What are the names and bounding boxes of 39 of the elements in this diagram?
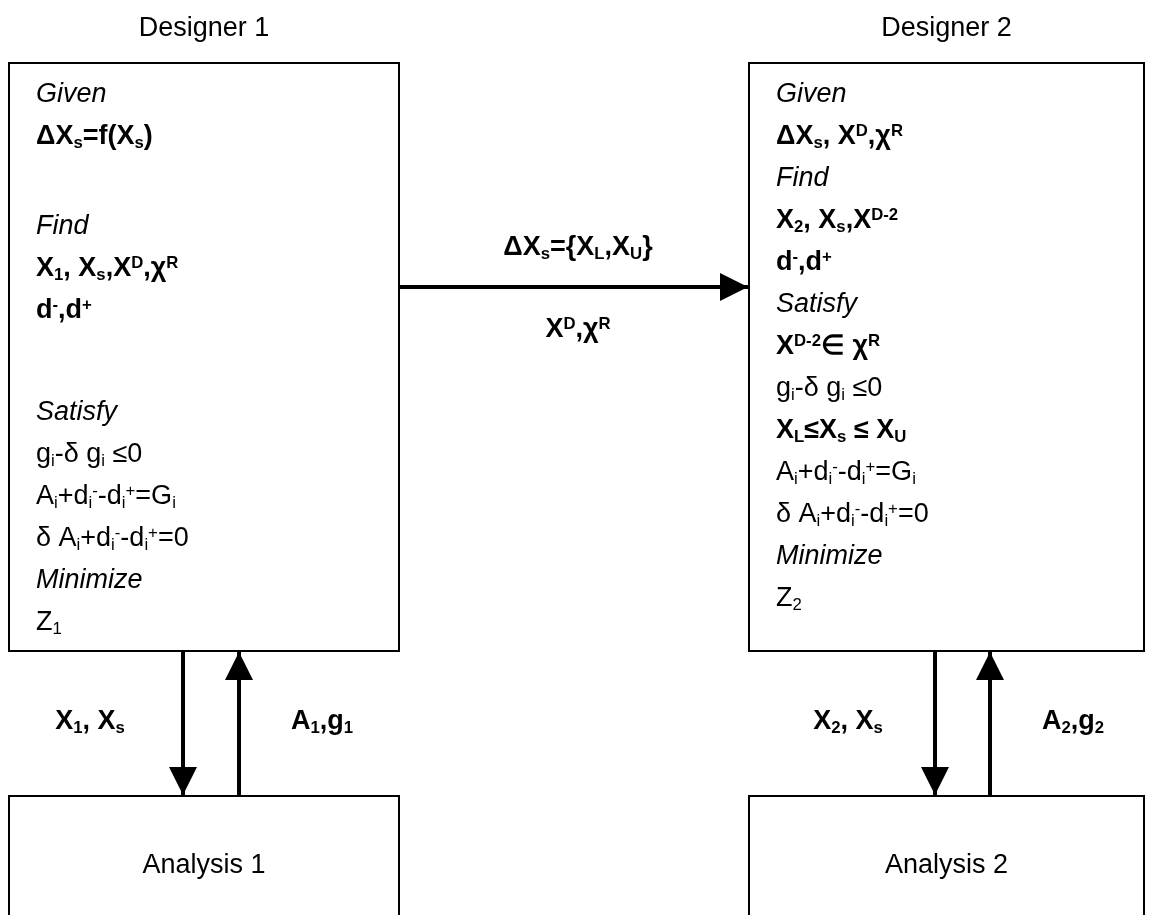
arrow-annotation: X$^{D}$,χ$^{R}$ (545, 313, 611, 343)
formula-text: g$_{i}$-δ g$_{i}$ ≤0 (776, 371, 883, 407)
formula-text: g$_{i}$-δ g$_{i}$ ≤0 (36, 437, 143, 473)
formula-text: A$_{i}$+d$_{i}$$^{-}$-d$_{i}$$^{+}$=G$_{i}$ (776, 455, 916, 491)
edge-label: X$_{1}$, X$_{s}$ (55, 705, 125, 735)
formula-text: Z$_{1}$ (36, 605, 62, 641)
formula-text: d$^{-}$,d$^{+}$ (776, 245, 832, 278)
formula-text: ΔX$_{s}$, X$^{D}$,χ$^{R}$ (776, 119, 903, 155)
arrow (976, 652, 1004, 795)
section-heading: Given (36, 77, 107, 110)
panel-heading: Designer 1 (138, 11, 270, 44)
formula-text: ΔX$_{s}$=f(X$_{s}$) (36, 119, 153, 155)
edge-label: A$_{2}$,g$_{2}$ (1041, 705, 1105, 735)
formula-text: d$^{-}$,d$^{+}$ (36, 293, 92, 326)
formula-text: X$_{1}$, X$_{s}$,X$^{D}$,χ$^{R}$ (36, 251, 179, 287)
section-heading: Find (36, 209, 89, 242)
edge-label: X$_{2}$, X$_{s}$ (813, 705, 883, 735)
formula-text: A$_{i}$+d$_{i}$$^{-}$-d$_{i}$$^{+}$=G$_{i}$ (36, 479, 176, 515)
section-heading: Satisfy (36, 395, 118, 428)
section-heading: Find (776, 161, 829, 194)
arrow (225, 652, 253, 795)
edge-label: ΔX$_{s}$={X$_{L}$,X$_{U}$} (503, 231, 653, 261)
section-heading: Given (776, 77, 847, 110)
formula-text: X$^{D-2}$∈ χ$^{R}$ (776, 329, 881, 362)
section-heading: Minimize (36, 563, 143, 596)
formula-text: Z$_{2}$ (776, 581, 802, 617)
box-label: Analysis 2 (884, 848, 1009, 881)
arrow (169, 652, 197, 795)
edge-label: A$_{1}$,g$_{1}$ (290, 705, 354, 735)
section-heading: Satisfy (776, 287, 858, 320)
formula-text: δ A$_{i}$+d$_{i}$$^{-}$-d$_{i}$$^{+}$=0 (36, 521, 189, 557)
arrow (921, 652, 949, 795)
section-heading: Minimize (776, 539, 883, 572)
formula-text: X$_{2}$, X$_{s}$,X$^{D-2}$ (776, 203, 899, 239)
formula-text: X$_{L}$≤X$_{s}$ ≤ X$_{U}$ (776, 413, 907, 449)
arrow (400, 273, 748, 301)
formula-text: δ A$_{i}$+d$_{i}$$^{-}$-d$_{i}$$^{+}$=0 (776, 497, 929, 533)
panel-heading: Designer 2 (881, 11, 1012, 44)
box-label: Analysis 1 (142, 848, 266, 881)
